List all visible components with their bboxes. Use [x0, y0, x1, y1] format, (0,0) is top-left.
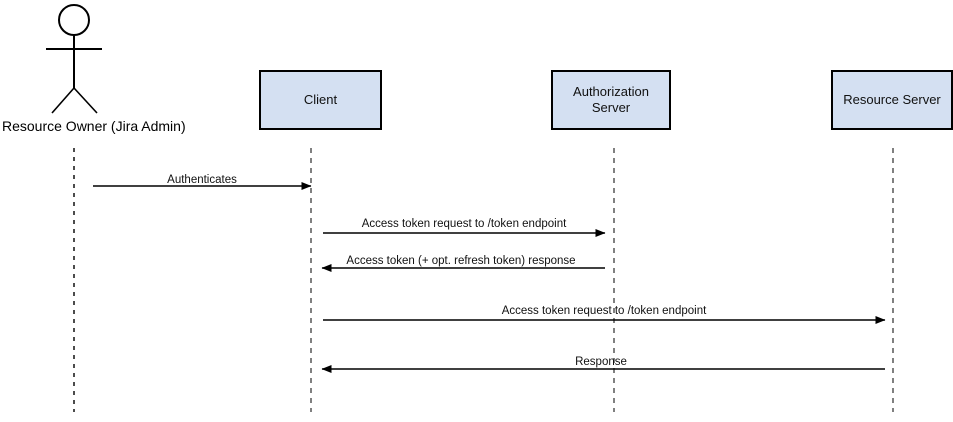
participant-box-resource-server[interactable]: Resource Server — [831, 70, 953, 130]
participant-label-resource-server: Resource Server — [843, 92, 941, 107]
message-label-token-response: Access token (+ opt. refresh token) resp… — [346, 255, 576, 267]
lifelines-group — [73, 148, 894, 412]
participant-label-client: Client — [303, 92, 338, 107]
participant-box-client[interactable]: Client — [259, 70, 382, 130]
message-label-response: Response — [575, 356, 627, 368]
participant-box-authorization-server[interactable]: Authorization Server — [551, 70, 671, 130]
actor-label-resource-owner: Resource Owner (Jira Admin) — [2, 118, 186, 134]
message-label-token-request-resource-server: Access token request to /token endpoint — [501, 305, 707, 317]
actor-stick-figure — [46, 4, 102, 114]
participant-label-authorization-server: Authorization Server — [573, 84, 649, 115]
message-arrows-group — [93, 182, 886, 373]
message-label-token-request-auth-server: Access token request to /token endpoint — [361, 218, 567, 230]
message-label-authenticates: Authenticates — [167, 174, 237, 186]
